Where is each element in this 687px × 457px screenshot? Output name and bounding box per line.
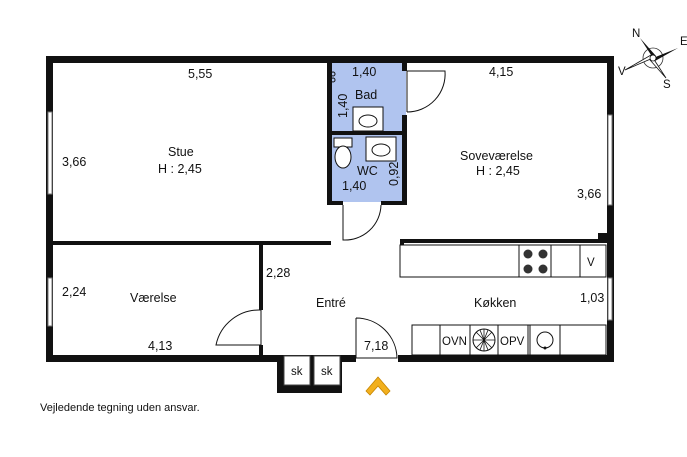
compass-rose-icon: N S E V (618, 28, 687, 91)
dishwasher-label: OPV (500, 336, 525, 348)
entre-depth-dim: 7,18 (364, 339, 388, 353)
stue-height: H : 2,45 (158, 162, 202, 176)
stue-width-dim: 5,55 (188, 67, 212, 81)
windows (47, 111, 613, 327)
compass-e: E (680, 36, 687, 48)
sove-depth-dim: 3,66 (577, 187, 601, 201)
wc-name: WC (357, 164, 378, 178)
vaerelse-depth-dim: 2,24 (62, 285, 86, 299)
kitchen-upper-counter (399, 244, 607, 278)
wc-width-dim: 1,40 (342, 179, 366, 193)
wc-depth-dim: 0,92 (387, 162, 401, 186)
sove-height: H : 2,45 (476, 164, 520, 178)
oven-label: OVN (442, 336, 467, 348)
fixture-labels: OVN OPV V sk sk (291, 257, 595, 378)
fridge-label: V (587, 257, 595, 269)
vaerelse-name: Værelse (130, 291, 177, 305)
sove-width-dim: 4,15 (489, 65, 513, 79)
compass-n: N (632, 28, 640, 40)
oven-box (439, 324, 471, 356)
stue-name: Stue (168, 145, 194, 159)
dishwasher-box (497, 324, 529, 356)
entre-width-dim: 2,28 (266, 266, 290, 280)
koekken-name: Køkken (474, 296, 516, 310)
stove-top (518, 244, 552, 278)
vaerelse-width-dim: 4,13 (148, 339, 172, 353)
bad-depth-dim: 1,40 (336, 94, 350, 118)
closet-block (277, 355, 342, 393)
exterior-walls (46, 56, 614, 362)
kitchen-lower-counter (411, 324, 607, 356)
bad-width-dim: 1,40 (352, 65, 376, 79)
disclaimer-text: Vejledende tegning uden ansvar. (40, 402, 200, 414)
entre-name: Entré (316, 296, 346, 310)
interior-walls (53, 63, 607, 355)
bathroom-fixtures (330, 71, 397, 169)
door-swings (215, 70, 446, 359)
entrance-arrow-icon (365, 376, 391, 396)
closet-label-1: sk (291, 366, 303, 378)
koekken-depth-dim: 1,03 (580, 291, 604, 305)
sink-box (529, 324, 561, 356)
fridge-box (579, 244, 607, 278)
stue-depth-dim: 3,66 (62, 155, 86, 169)
compass-w: V (618, 66, 626, 78)
bad-name: Bad (355, 88, 377, 102)
closet-label-2: sk (321, 366, 333, 378)
room-labels: 5,55 Stue H : 2,45 3,66 1,40 Bad 1,40 WC… (62, 65, 604, 353)
compass-s: S (663, 79, 671, 91)
sove-name: Soveværelse (460, 149, 533, 163)
